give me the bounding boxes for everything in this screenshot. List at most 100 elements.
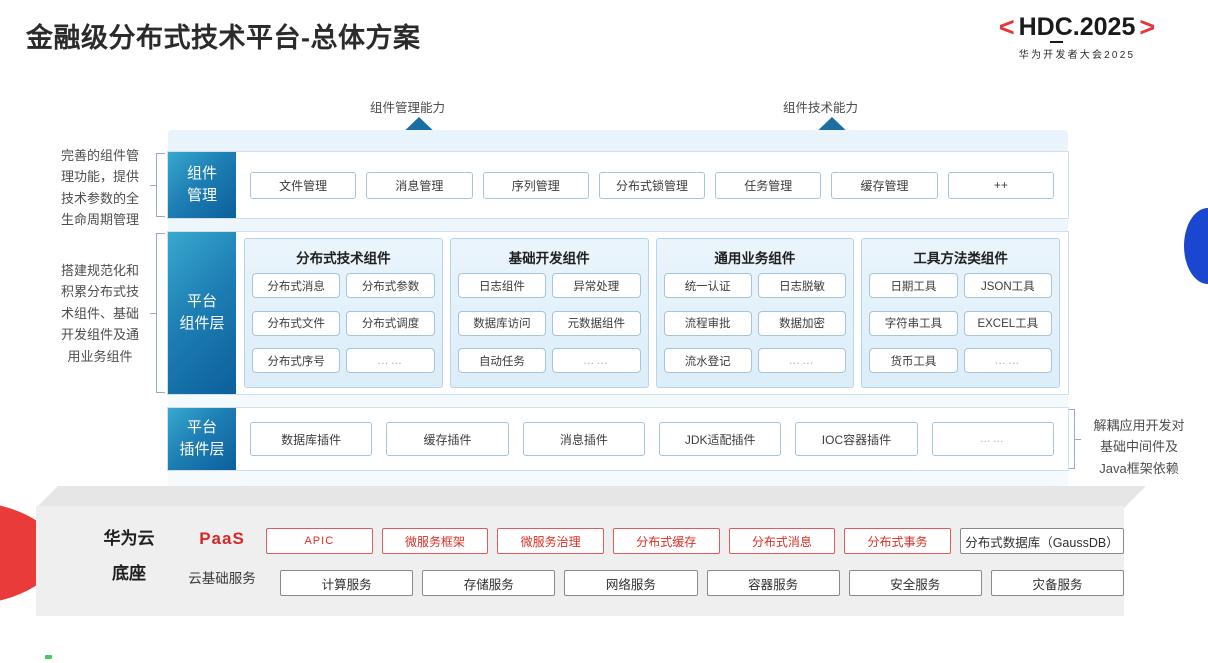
group-title: 工具方法类组件 — [913, 251, 1008, 266]
chip-paas-service[interactable]: 分布式消息 — [728, 528, 836, 554]
group-basic-dev: 基础开发组件 日志组件 异常处理 数据库访问 元数据组件 自动任务 …… — [449, 238, 649, 388]
chip-component-more[interactable]: …… — [552, 348, 641, 374]
chip-cloud-service[interactable]: 灾备服务 — [990, 570, 1125, 596]
group-title: 通用业务组件 — [714, 251, 796, 266]
chip-cloud-service[interactable]: 计算服务 — [280, 570, 414, 596]
side-note-left-top: 完善的组件管 理功能，提供 技术参数的全 生命周期管理 — [40, 145, 160, 231]
chip-component[interactable]: 自动任务 — [457, 348, 547, 374]
chip-component[interactable]: EXCEL工具 — [963, 310, 1052, 336]
row-body-platform-plugin-layer: 数据库插件 缓存插件 消息插件 JDK适配插件 IOC容器插件 …… — [236, 408, 1068, 470]
chip-management-item[interactable]: 分布式锁管理 — [598, 171, 706, 199]
chip-paas-service[interactable]: 微服务框架 — [381, 528, 489, 554]
chip-component[interactable]: 分布式序号 — [252, 348, 341, 374]
paas-title: PaaS — [199, 529, 245, 548]
chip-cloud-service[interactable]: 安全服务 — [848, 570, 982, 596]
chip-component[interactable]: 分布式调度 — [346, 310, 435, 336]
chip-component[interactable]: 日志脱敏 — [757, 273, 847, 298]
side-note-line: 技术参数的全 — [60, 190, 139, 206]
row-label-line: 插件层 — [179, 441, 225, 458]
side-note-line: 生命周期管理 — [60, 212, 139, 228]
hdc-logo: < HDC.2025 > 华为开发者大会2025 — [962, 12, 1192, 62]
side-note-line: 完善的组件管 — [60, 148, 139, 163]
chip-component-more[interactable]: …… — [963, 348, 1052, 374]
chip-component[interactable]: 数据加密 — [757, 310, 847, 336]
base-label-line: 华为云 — [103, 529, 155, 548]
group-grid: 分布式消息 分布式参数 分布式文件 分布式调度 分布式序号 …… — [252, 273, 435, 381]
group-distributed-tech: 分布式技术组件 分布式消息 分布式参数 分布式文件 分布式调度 分布式序号 …… — [244, 238, 443, 388]
hdc-logo-subtitle: 华为开发者大会2025 — [1018, 50, 1136, 61]
chip-component[interactable]: 分布式消息 — [252, 273, 341, 298]
group-general-business: 通用业务组件 统一认证 日志脱敏 流程审批 数据加密 流水登记 …… — [655, 238, 855, 388]
chip-component[interactable]: 流程审批 — [663, 310, 752, 336]
row-label-line: 管理 — [186, 187, 217, 204]
chip-plugin-more[interactable]: …… — [931, 422, 1054, 456]
chip-component[interactable]: 字符串工具 — [869, 310, 958, 336]
chip-component[interactable]: 货币工具 — [869, 348, 958, 374]
chip-plugin[interactable]: IOC容器插件 — [795, 422, 918, 456]
group-title: 基础开发组件 — [508, 251, 590, 266]
chip-management-item[interactable]: 文件管理 — [250, 171, 357, 199]
chip-plugin[interactable]: JDK适配插件 — [658, 422, 782, 456]
chip-component[interactable]: 数据库访问 — [457, 310, 547, 336]
row-label-line: 组件层 — [179, 315, 225, 332]
side-note-right: 解耦应用开发对 基础中间件及 Java框架依赖 — [1074, 415, 1204, 479]
base-top-surface — [36, 486, 1146, 508]
chip-paas-database[interactable]: 分布式数据库（GaussDB） — [959, 528, 1125, 554]
hdc-logo-main: < HDC.2025 > — [962, 12, 1192, 43]
capability-label-technology: 组件技术能力 — [783, 101, 859, 115]
capability-label-management: 组件管理能力 — [370, 101, 446, 115]
base-label: 华为云 底座 — [74, 522, 184, 592]
green-dot-decoration — [45, 655, 52, 659]
side-note-line: 搭建规范化和 — [60, 263, 139, 278]
side-note-line: 理功能，提供 — [60, 169, 139, 185]
chip-paas-service[interactable]: 分布式缓存 — [612, 528, 720, 554]
side-note-line: 开发组件及通 — [60, 327, 139, 343]
side-note-left-bottom: 搭建规范化和 积累分布式技 术组件、基础 开发组件及通 用业务组件 — [40, 260, 160, 367]
chip-paas-service[interactable]: 分布式事务 — [844, 528, 951, 554]
chip-component[interactable]: 分布式参数 — [346, 273, 435, 298]
group-tool-methods: 工具方法类组件 日期工具 JSON工具 字符串工具 EXCEL工具 货币工具 …… — [861, 238, 1060, 388]
chip-component-more[interactable]: …… — [757, 348, 847, 374]
base-category-column: PaaS 云基础服务 — [172, 529, 272, 587]
chip-paas-service[interactable]: APIC — [266, 528, 373, 554]
group-grid: 日志组件 异常处理 数据库访问 元数据组件 自动任务 …… — [457, 273, 641, 381]
side-note-line: Java框架依赖 — [1099, 460, 1179, 476]
row-body-platform-component-layer: 分布式技术组件 分布式消息 分布式参数 分布式文件 分布式调度 分布式序号 ……… — [236, 232, 1068, 394]
chip-management-item[interactable]: 消息管理 — [366, 171, 473, 199]
chip-component[interactable]: 日期工具 — [869, 273, 958, 298]
chip-component[interactable]: 统一认证 — [663, 273, 752, 298]
row-label-platform-plugin-layer: 平台 插件层 — [168, 408, 236, 470]
chip-component[interactable]: 日志组件 — [457, 273, 547, 298]
chip-plugin[interactable]: 数据库插件 — [250, 422, 373, 456]
row-label-line: 组件 — [186, 164, 217, 182]
chip-paas-service[interactable]: 微服务治理 — [497, 528, 604, 554]
chip-cloud-service[interactable]: 存储服务 — [422, 570, 556, 596]
chip-cloud-service[interactable]: 网络服务 — [564, 570, 698, 596]
huawei-cloud-base — [36, 486, 1146, 618]
chip-component[interactable]: JSON工具 — [963, 273, 1052, 298]
group-grid: 统一认证 日志脱敏 流程审批 数据加密 流水登记 …… — [663, 273, 847, 381]
chip-plugin[interactable]: 缓存插件 — [386, 422, 509, 456]
hdc-logo-word: HDC.2025 — [1018, 13, 1136, 43]
chip-management-item[interactable]: 任务管理 — [715, 171, 822, 199]
left-angle-bracket-icon: < — [998, 12, 1015, 42]
chip-component[interactable]: 异常处理 — [552, 273, 641, 298]
bracket-left-management — [150, 153, 165, 217]
row-platform-component-layer: 平台 组件层 分布式技术组件 分布式消息 分布式参数 分布式文件 分布式调度 分… — [168, 232, 1068, 394]
chip-management-more[interactable]: ++ — [947, 171, 1054, 199]
row-label-line: 平台 — [186, 418, 217, 436]
right-angle-bracket-icon: > — [1139, 12, 1156, 42]
row-label-component-management: 组件 管理 — [168, 152, 236, 218]
side-note-line: 基础中间件及 — [1099, 439, 1178, 455]
chip-management-item[interactable]: 缓存管理 — [831, 171, 938, 199]
side-note-line: 积累分布式技 — [60, 284, 139, 300]
base-label-line: 底座 — [112, 563, 146, 583]
chip-component-more[interactable]: …… — [346, 348, 435, 374]
chip-management-item[interactable]: 序列管理 — [482, 171, 589, 199]
chip-component[interactable]: 流水登记 — [663, 348, 752, 374]
chip-component[interactable]: 分布式文件 — [252, 310, 341, 336]
chip-cloud-service[interactable]: 容器服务 — [706, 570, 840, 596]
chip-component[interactable]: 元数据组件 — [552, 310, 641, 336]
chip-plugin[interactable]: 消息插件 — [522, 422, 645, 456]
